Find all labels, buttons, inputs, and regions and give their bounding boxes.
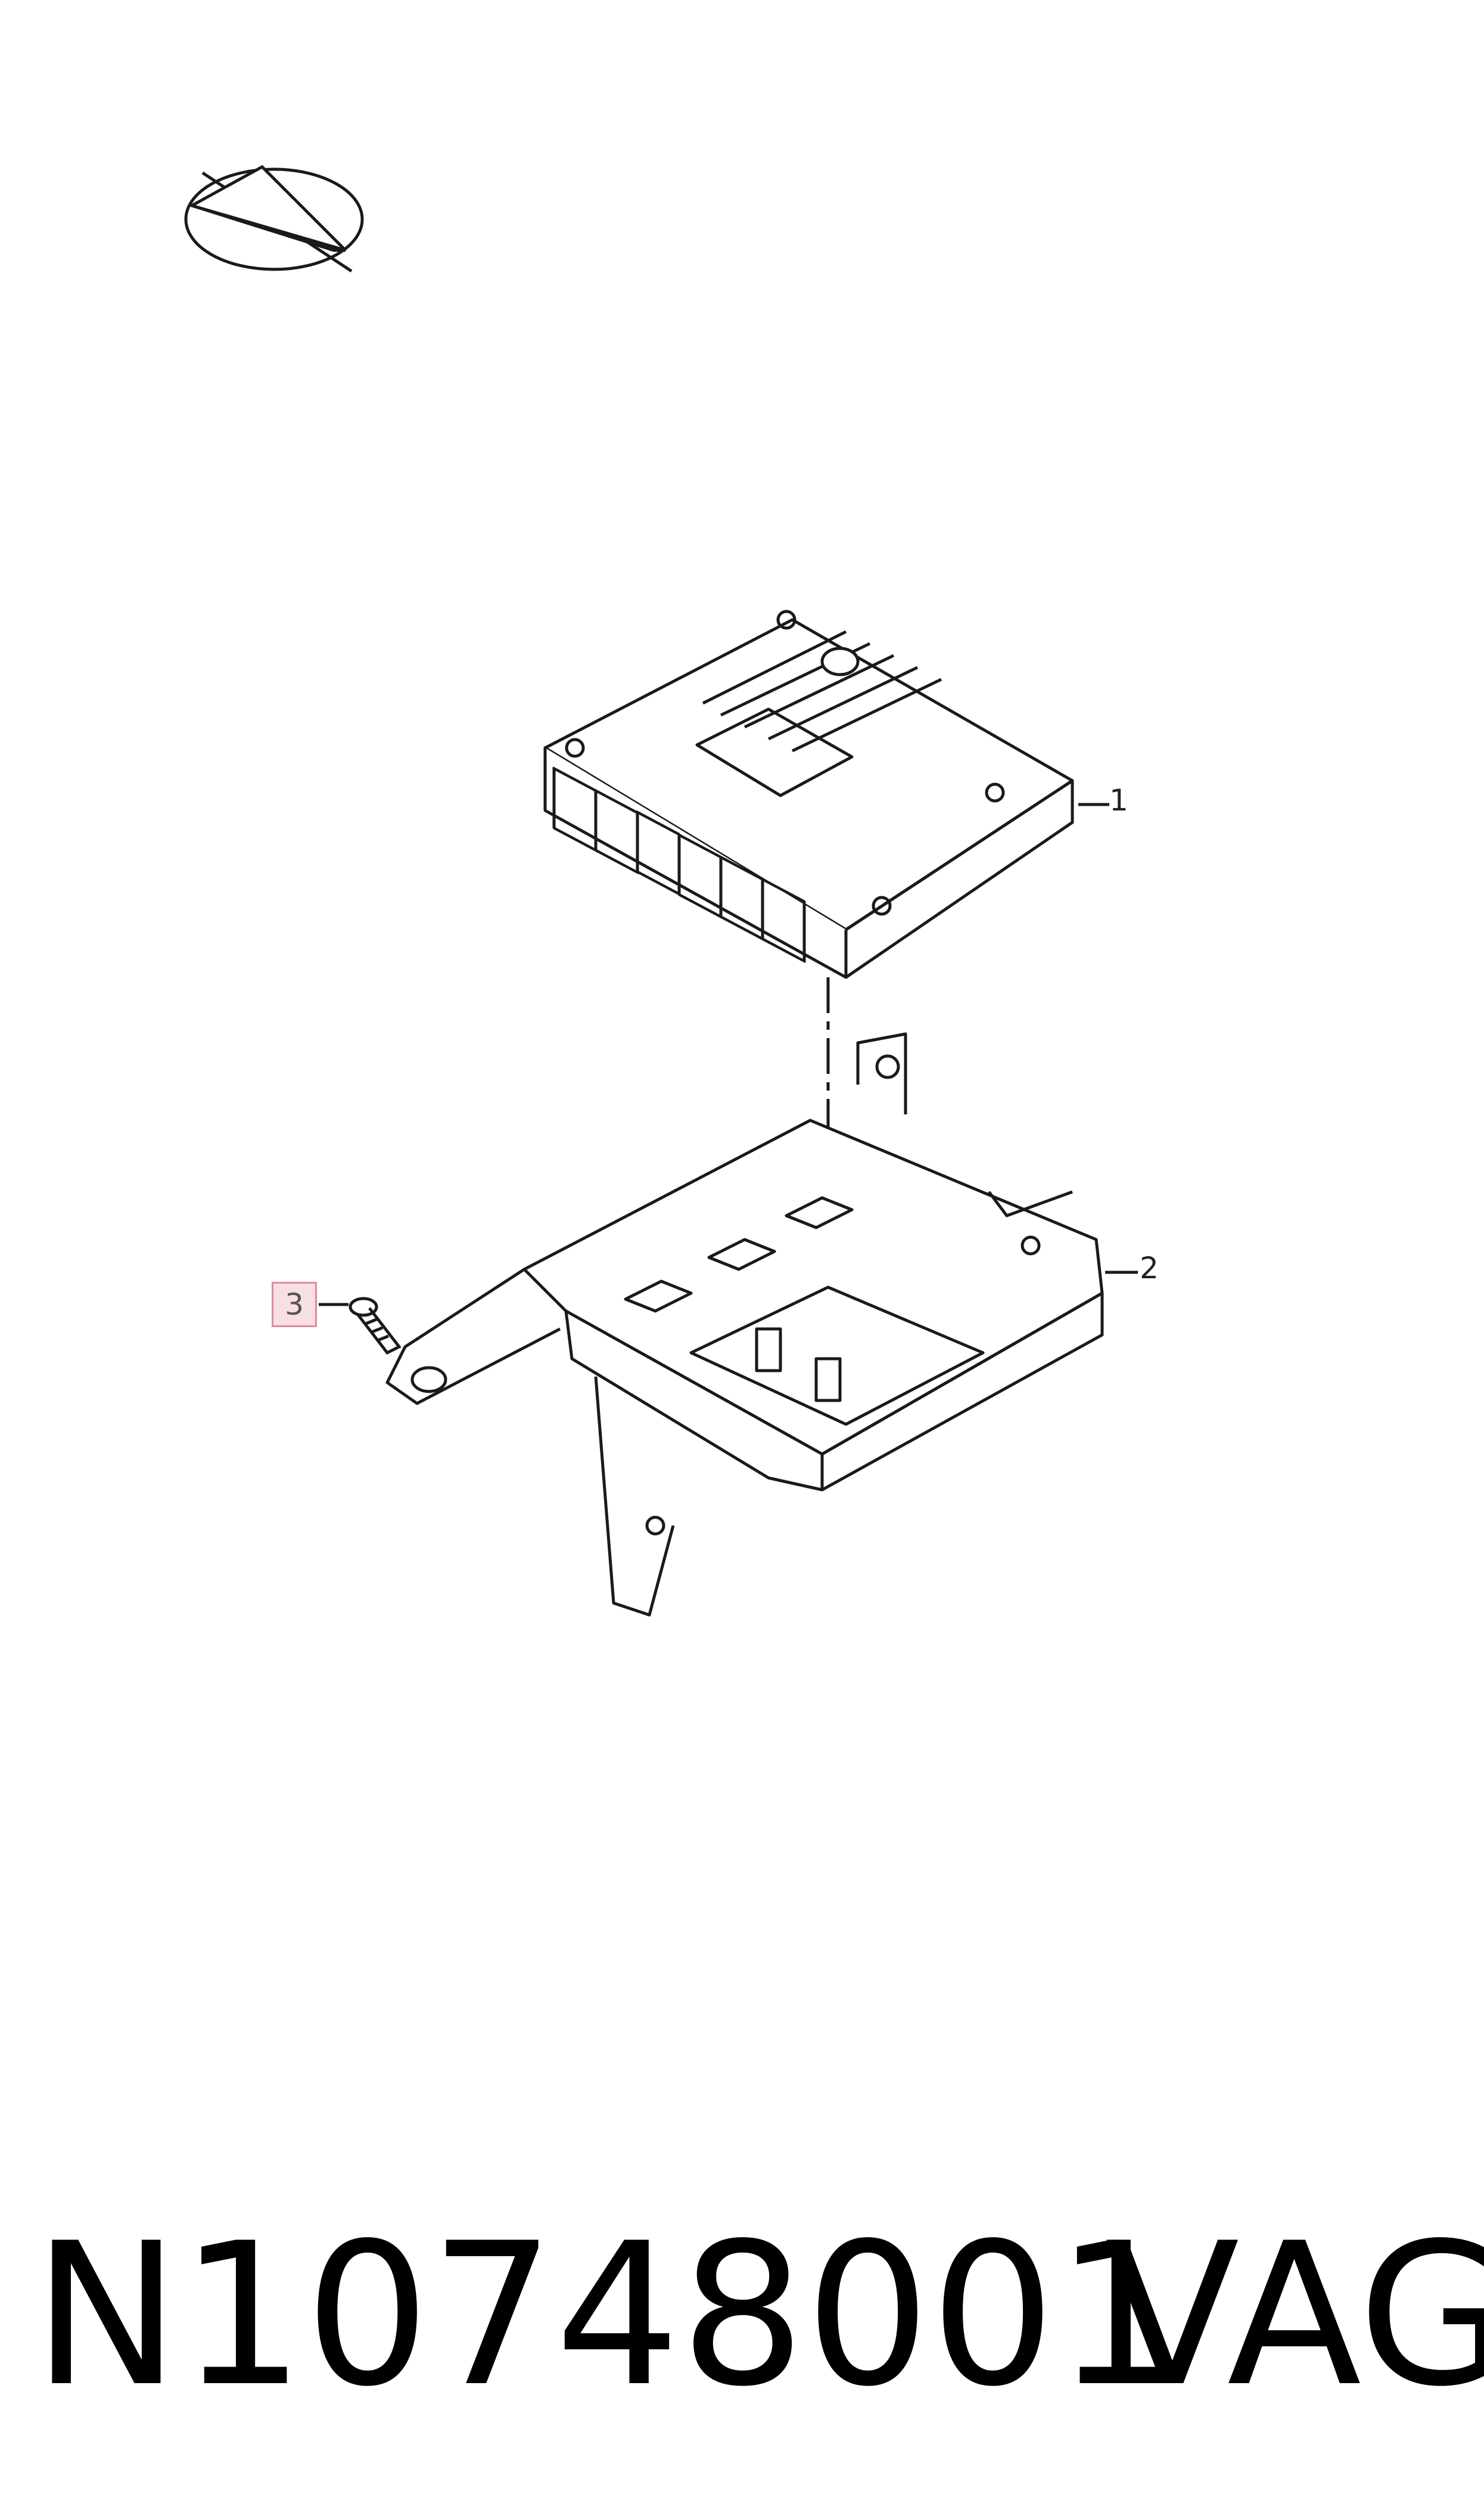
compass-arrow-logo — [184, 164, 364, 273]
callout-part-1[interactable]: 1 — [1109, 783, 1128, 818]
callout-part-3-highlighted[interactable]: 3 — [272, 1282, 317, 1327]
brand-label: VAG — [1105, 2201, 1484, 2430]
bracket-part-2 — [385, 1032, 1138, 1617]
part-number-label: N10748001 — [33, 2201, 1181, 2430]
callout-part-2[interactable]: 2 — [1140, 1251, 1159, 1285]
connector-blocks — [552, 766, 806, 963]
screw-part-3 — [319, 1297, 402, 1355]
control-unit-part-1 — [543, 610, 1109, 979]
